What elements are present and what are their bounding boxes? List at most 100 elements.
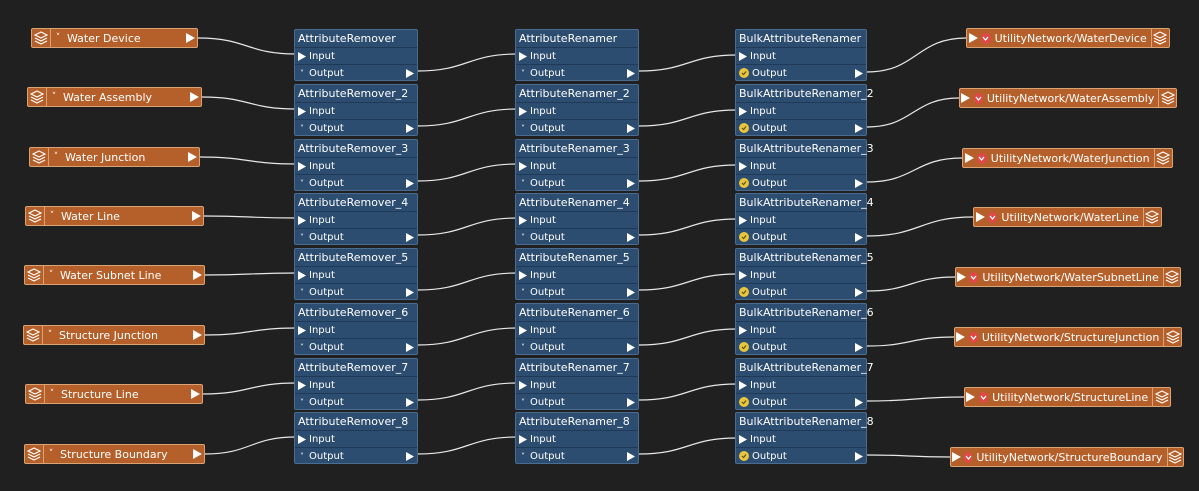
reader-feature-type[interactable]: ˅Water Junction	[29, 147, 200, 167]
input-port-row[interactable]: Input	[295, 322, 417, 339]
chevron-down-icon[interactable]: ˅	[521, 342, 525, 352]
input-port-row[interactable]: Input	[736, 431, 866, 448]
chevron-down-icon[interactable]: ˅	[49, 389, 55, 399]
output-port-icon[interactable]	[403, 123, 417, 133]
input-port-icon[interactable]	[295, 51, 309, 61]
connection-wire[interactable]	[638, 218, 738, 236]
connection-wire[interactable]	[638, 383, 738, 401]
connection-wire[interactable]	[417, 272, 518, 291]
input-port-row[interactable]: Input	[516, 48, 638, 65]
connection-wire[interactable]	[866, 276, 956, 292]
output-port-row[interactable]: ˅Output	[295, 339, 417, 355]
chevron-down-icon[interactable]: ˅	[300, 342, 304, 352]
connection-wire[interactable]	[201, 96, 297, 110]
input-port-icon[interactable]	[951, 452, 962, 462]
output-port-row[interactable]: Output	[736, 448, 866, 464]
connection-wire[interactable]	[866, 37, 967, 73]
writer-feature-type[interactable]: UtilityNetwork/StructureJunction	[954, 327, 1182, 347]
input-port-icon[interactable]	[295, 270, 309, 280]
chevron-down-icon[interactable]: ˅	[300, 287, 304, 297]
output-port-icon[interactable]	[852, 123, 866, 133]
connection-wire[interactable]	[417, 327, 518, 346]
connection-wire[interactable]	[197, 37, 297, 55]
output-port-icon[interactable]	[190, 270, 204, 280]
output-port-icon[interactable]	[852, 232, 866, 242]
input-port-row[interactable]: Input	[736, 48, 866, 65]
output-port-icon[interactable]	[403, 451, 417, 461]
chevron-down-icon[interactable]: ˅	[51, 92, 57, 102]
output-port-icon[interactable]	[190, 449, 204, 459]
output-port-row[interactable]: ˅Output	[516, 448, 638, 464]
chevron-down-icon[interactable]: ˅	[521, 123, 525, 133]
chevron-down-icon[interactable]: ˅	[300, 397, 304, 407]
output-port-row[interactable]: ˅Output	[516, 394, 638, 410]
input-port-row[interactable]: Input	[736, 377, 866, 394]
chevron-down-icon[interactable]: ˅	[521, 68, 525, 78]
input-port-icon[interactable]	[516, 325, 530, 335]
output-port-icon[interactable]	[187, 92, 201, 102]
chevron-down-icon[interactable]: ˅	[521, 397, 525, 407]
input-port-icon[interactable]	[974, 212, 986, 222]
output-port-icon[interactable]	[624, 123, 638, 133]
input-port-row[interactable]: Input	[516, 212, 638, 229]
connection-wire[interactable]	[866, 396, 965, 402]
connection-wire[interactable]	[638, 437, 738, 455]
input-port-row[interactable]: Input	[736, 158, 866, 175]
output-port-icon[interactable]	[624, 232, 638, 242]
chevron-down-icon[interactable]: ˅	[300, 68, 304, 78]
output-port-row[interactable]: ˅Output	[295, 175, 417, 191]
connection-wire[interactable]	[638, 109, 738, 127]
connection-wire[interactable]	[866, 157, 963, 183]
output-port-icon[interactable]	[403, 287, 417, 297]
output-port-row[interactable]: Output	[736, 175, 866, 191]
output-port-row[interactable]: ˅Output	[516, 284, 638, 300]
output-port-row[interactable]: ˅Output	[516, 339, 638, 355]
output-port-row[interactable]: ˅Output	[295, 65, 417, 81]
connection-wire[interactable]	[866, 336, 955, 347]
input-port-icon[interactable]	[295, 434, 309, 444]
connection-wire[interactable]	[203, 215, 297, 219]
input-port-icon[interactable]	[516, 270, 530, 280]
connection-wire[interactable]	[417, 436, 518, 455]
chevron-down-icon[interactable]: ˅	[47, 330, 53, 340]
output-port-row[interactable]: ˅Output	[516, 229, 638, 245]
chevron-down-icon[interactable]: ˅	[55, 33, 61, 43]
output-port-row[interactable]: ˅Output	[295, 120, 417, 136]
reader-feature-type[interactable]: ˅Structure Boundary	[24, 444, 205, 464]
input-port-icon[interactable]	[516, 51, 530, 61]
reader-feature-type[interactable]: ˅Water Device	[31, 28, 198, 48]
output-port-icon[interactable]	[852, 397, 866, 407]
output-port-icon[interactable]	[852, 342, 866, 352]
output-port-icon[interactable]	[183, 33, 197, 43]
output-port-icon[interactable]	[852, 287, 866, 297]
output-port-icon[interactable]	[852, 178, 866, 188]
input-port-icon[interactable]	[967, 33, 979, 43]
output-port-icon[interactable]	[624, 451, 638, 461]
connection-wire[interactable]	[638, 328, 738, 346]
input-port-row[interactable]: Input	[295, 431, 417, 448]
input-port-row[interactable]: Input	[736, 103, 866, 120]
connection-wire[interactable]	[417, 108, 518, 127]
connection-wire[interactable]	[204, 436, 297, 455]
connection-wire[interactable]	[638, 54, 738, 72]
input-port-icon[interactable]	[516, 215, 530, 225]
output-port-row[interactable]: ˅Output	[516, 120, 638, 136]
connection-wire[interactable]	[417, 53, 518, 72]
input-port-row[interactable]: Input	[516, 431, 638, 448]
input-port-row[interactable]: Input	[516, 377, 638, 394]
output-port-icon[interactable]	[185, 152, 199, 162]
input-port-row[interactable]: Input	[736, 267, 866, 284]
output-port-row[interactable]: Output	[736, 229, 866, 245]
chevron-down-icon[interactable]: ˅	[300, 178, 304, 188]
